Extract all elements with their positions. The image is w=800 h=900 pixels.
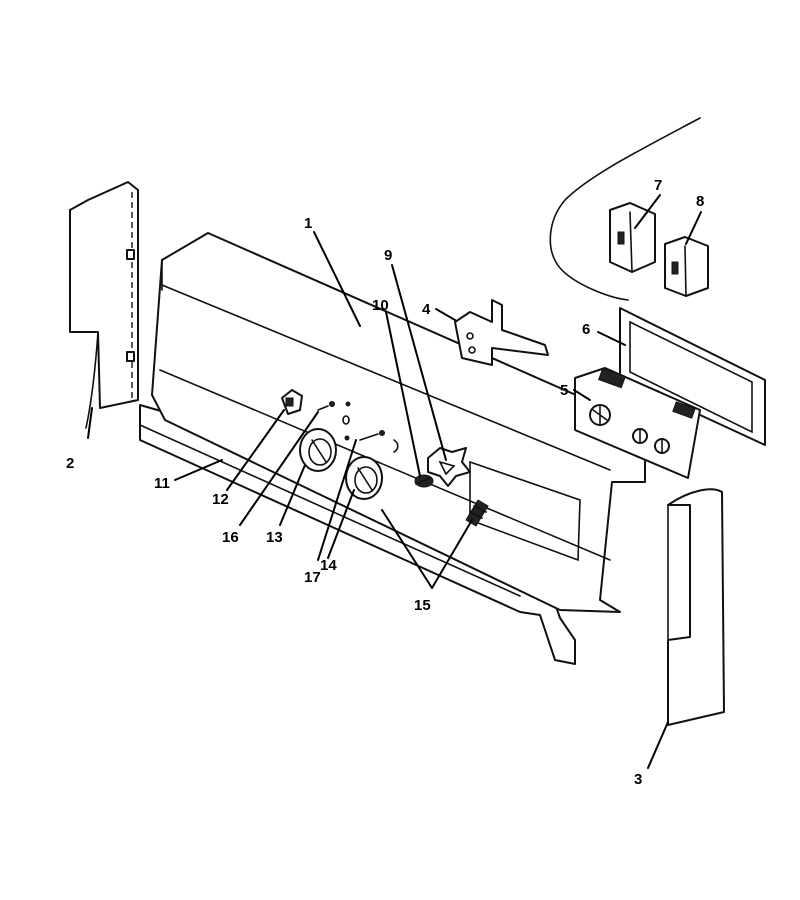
callout-7: 7	[654, 177, 662, 194]
callout-labels: 1 2 3 4 5 6 7 8 9 10 11 12 13 14 15 16 1…	[66, 177, 704, 788]
switch-block-8[interactable]	[664, 236, 709, 297]
callout-2: 2	[66, 455, 74, 472]
leader-lines	[87, 194, 702, 769]
callout-12: 12	[212, 491, 229, 508]
callout-6: 6	[582, 321, 590, 338]
callout-9: 9	[384, 247, 392, 264]
callout-13: 13	[266, 529, 283, 546]
callout-11: 11	[154, 475, 170, 492]
clock-timer-module[interactable]	[574, 367, 701, 479]
wiring-harness	[549, 117, 701, 301]
mounting-bracket[interactable]	[454, 299, 549, 366]
backguard-panel[interactable]	[151, 232, 646, 613]
rocker-switch[interactable]	[281, 389, 303, 415]
indicator-light-16[interactable]	[317, 401, 351, 425]
indicator-light-17[interactable]	[344, 430, 399, 453]
left-end-cap[interactable]	[69, 181, 139, 429]
bushing[interactable]	[414, 474, 434, 488]
callout-10: 10	[372, 297, 389, 314]
control-knob-14[interactable]	[345, 456, 383, 500]
callout-17: 17	[304, 569, 321, 586]
callout-14: 14	[320, 557, 337, 574]
callout-4: 4	[422, 301, 431, 318]
callout-15: 15	[414, 597, 431, 614]
callout-1: 1	[304, 215, 312, 232]
callout-16: 16	[222, 529, 239, 546]
callout-8: 8	[696, 193, 704, 210]
control-box-frame[interactable]	[619, 307, 766, 446]
switch-block-7[interactable]	[609, 202, 656, 273]
callout-5: 5	[560, 382, 568, 399]
control-knob-13[interactable]	[299, 428, 337, 472]
callout-3: 3	[634, 771, 642, 788]
star-lens[interactable]	[427, 447, 471, 487]
right-end-cap[interactable]	[667, 488, 725, 726]
